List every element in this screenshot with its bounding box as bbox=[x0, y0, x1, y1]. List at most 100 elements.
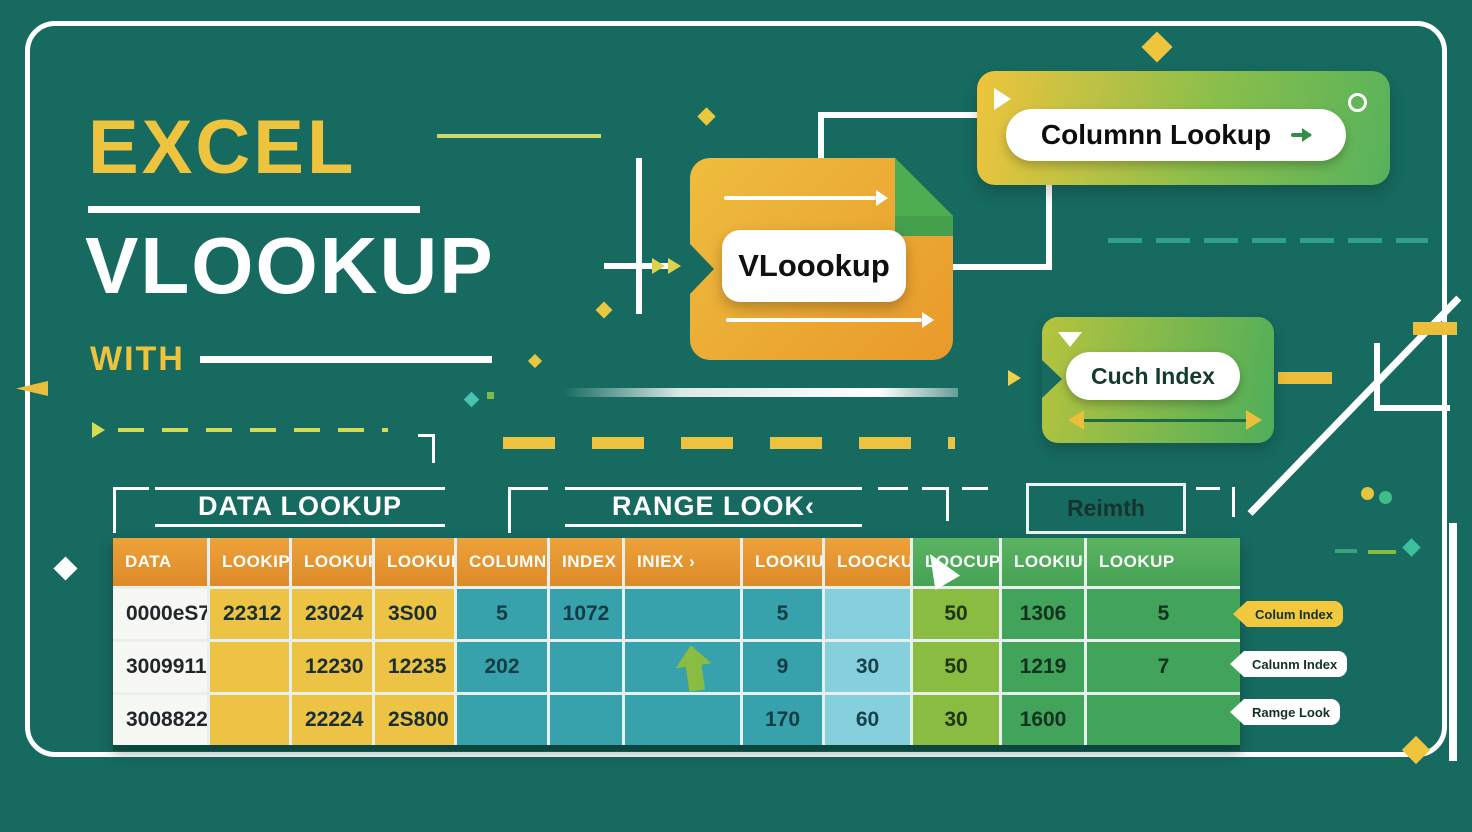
column-lookup-button: Columnn Lookup bbox=[1006, 109, 1346, 161]
table-cell: 30 bbox=[913, 695, 999, 745]
dash bbox=[1232, 487, 1235, 517]
chevron-right-icon bbox=[1008, 370, 1029, 386]
section-rule bbox=[155, 487, 445, 490]
section-rule bbox=[565, 487, 862, 490]
table-header-cell: LOOCUP bbox=[913, 538, 999, 586]
table-header-cell: INIEX › bbox=[625, 538, 740, 586]
table-cell: 22224 bbox=[292, 695, 372, 745]
yellow-bar bbox=[1413, 322, 1457, 335]
table-cell: 3S00 bbox=[375, 589, 454, 639]
table-header-cell: LOOKIP bbox=[210, 538, 289, 586]
table-shadow bbox=[113, 745, 1240, 751]
arrow-right-icon bbox=[724, 196, 876, 200]
lookup-table: DATALOOKIPLOOKUPLOOKUPCOLUMNINDEXINIEX ›… bbox=[113, 538, 1240, 745]
section-rule bbox=[155, 524, 445, 527]
table-header-cell: LOOCKUO bbox=[825, 538, 910, 586]
gradient-line bbox=[563, 388, 958, 397]
table-cell bbox=[210, 642, 289, 692]
section-bracket bbox=[113, 487, 149, 490]
dash bbox=[1335, 549, 1357, 553]
with-line bbox=[200, 356, 492, 363]
table-cell bbox=[625, 589, 740, 639]
dash bbox=[1368, 550, 1396, 554]
column-lookup-label: Columnn Lookup bbox=[1040, 119, 1272, 150]
reimth-box: Reimth bbox=[1026, 483, 1186, 534]
arrow-right-icon bbox=[1246, 410, 1272, 430]
table-header-cell: LOOKUP bbox=[375, 538, 454, 586]
section-label-data-lookup: DATA LOOKUP bbox=[198, 491, 402, 521]
table-cell: 50 bbox=[913, 589, 999, 639]
section-rule bbox=[565, 524, 862, 527]
table-cell: 23024 bbox=[292, 589, 372, 639]
table-cell: 9 bbox=[743, 642, 822, 692]
table-cell: 60 bbox=[825, 695, 910, 745]
cuch-index-button: Cuch Index bbox=[1066, 352, 1240, 400]
table-cell: 3008822 bbox=[113, 695, 207, 745]
table-header-cell: COLUMN bbox=[457, 538, 547, 586]
table-cell bbox=[210, 695, 289, 745]
play-icon bbox=[994, 88, 1022, 110]
dash bbox=[962, 487, 988, 490]
table-cell: 1306 bbox=[1002, 589, 1084, 639]
table-cell: 2S800 bbox=[375, 695, 454, 745]
title-excel: EXCEL bbox=[88, 105, 357, 190]
table-cell: 170 bbox=[743, 695, 822, 745]
title-underline bbox=[88, 206, 420, 213]
chevron-right-icon bbox=[652, 258, 673, 274]
dot-icon bbox=[1379, 491, 1392, 504]
title-with: WITH bbox=[90, 340, 185, 378]
table-cell: 202 bbox=[457, 642, 547, 692]
table-header-cell: LOOKIUP bbox=[1002, 538, 1084, 586]
arrow-right-icon bbox=[726, 318, 922, 322]
accent-line bbox=[437, 134, 601, 138]
table-cell bbox=[550, 695, 622, 745]
section-bracket bbox=[508, 487, 548, 490]
folded-corner-shade bbox=[895, 216, 953, 236]
table-cell: 1600 bbox=[1002, 695, 1084, 745]
table-cell: 0000eS7 bbox=[113, 589, 207, 639]
table-header-cell: LOOKUP bbox=[1087, 538, 1240, 586]
dash bbox=[946, 487, 949, 521]
table-cell bbox=[457, 695, 547, 745]
title-vlookup: VLOOKUP bbox=[85, 221, 495, 310]
square-icon bbox=[487, 392, 494, 399]
arrow-right-icon bbox=[1291, 128, 1313, 142]
dash bbox=[878, 487, 908, 490]
connector-line bbox=[636, 158, 642, 314]
section-label-range-lookup: RANGE LOOK‹ bbox=[612, 491, 815, 521]
section-bracket bbox=[508, 487, 511, 533]
corner-bracket bbox=[418, 434, 435, 463]
diagonal-branch bbox=[1374, 343, 1380, 411]
connector-line bbox=[818, 112, 998, 118]
table-cell bbox=[1087, 695, 1240, 745]
dash bbox=[922, 487, 948, 490]
table-cell: 5 bbox=[743, 589, 822, 639]
table-cell: 5 bbox=[1087, 589, 1240, 639]
tag-range-look: Ramge Look bbox=[1230, 699, 1341, 725]
arrow-head-icon bbox=[876, 190, 896, 206]
table-header-cell: LOOKUP bbox=[292, 538, 372, 586]
table-cell bbox=[550, 642, 622, 692]
table-cell: 12235 bbox=[375, 642, 454, 692]
connector-line bbox=[604, 263, 668, 269]
double-arrow-line bbox=[1078, 419, 1246, 422]
table-cell: 3009911 bbox=[113, 642, 207, 692]
chevron-right-icon bbox=[92, 422, 113, 438]
dash bbox=[1196, 487, 1220, 490]
vlookup-button: VLoookup bbox=[722, 230, 906, 302]
table-cell: 12230 bbox=[292, 642, 372, 692]
table-cell: 1072 bbox=[550, 589, 622, 639]
connector-line bbox=[905, 264, 1052, 270]
chevron-right-icon bbox=[668, 258, 689, 274]
dot-icon bbox=[1361, 487, 1374, 500]
diagonal-branch bbox=[1374, 405, 1450, 411]
arrow-left-icon bbox=[1058, 410, 1084, 430]
connector-line bbox=[1046, 180, 1052, 270]
dashed-line bbox=[118, 428, 388, 432]
table-cell bbox=[825, 589, 910, 639]
table-cell: 50 bbox=[913, 642, 999, 692]
table-cell: 22312 bbox=[210, 589, 289, 639]
arrow-head-icon bbox=[922, 312, 942, 328]
dashed-line bbox=[503, 437, 955, 449]
